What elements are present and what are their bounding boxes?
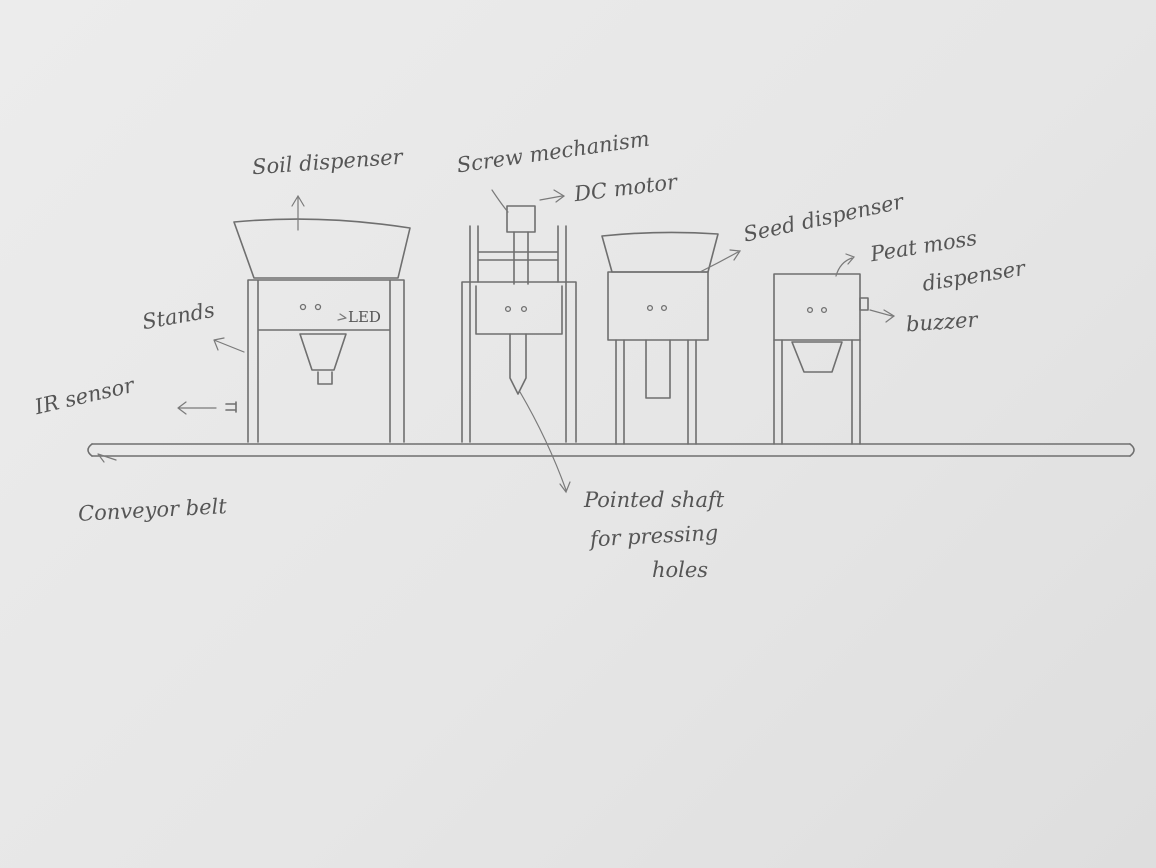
screw-mechanism-station [462,206,576,442]
soil-dispenser-station [226,219,410,442]
label-pointed-shaft-1: Pointed shaft [584,490,724,511]
label-pointed-shaft-3: holes [652,560,708,581]
buzzer-box [860,298,868,310]
seed-chute [646,340,670,398]
conveyor-belt [88,444,1134,456]
soil-stand-frame [248,280,404,442]
seed-hopper [602,232,718,272]
pointed-shaft [510,334,526,394]
peat-nozzle [792,342,842,372]
peat-moss-station [774,274,868,444]
peat-box [774,274,860,340]
soil-nozzle [300,334,346,384]
ir-sensor-mark [226,402,236,412]
label-led: LED [348,310,381,325]
seed-box [608,272,708,340]
soil-hopper [234,219,410,278]
screw-rod [514,232,528,284]
label-buzzer: buzzer [905,310,978,336]
press-stand-frame [462,282,576,442]
screw-frame [470,226,566,282]
seed-dispenser-station [602,232,718,444]
dc-motor-box [507,206,535,232]
seed-stand-legs [616,340,696,444]
peat-stand-legs [774,340,860,444]
